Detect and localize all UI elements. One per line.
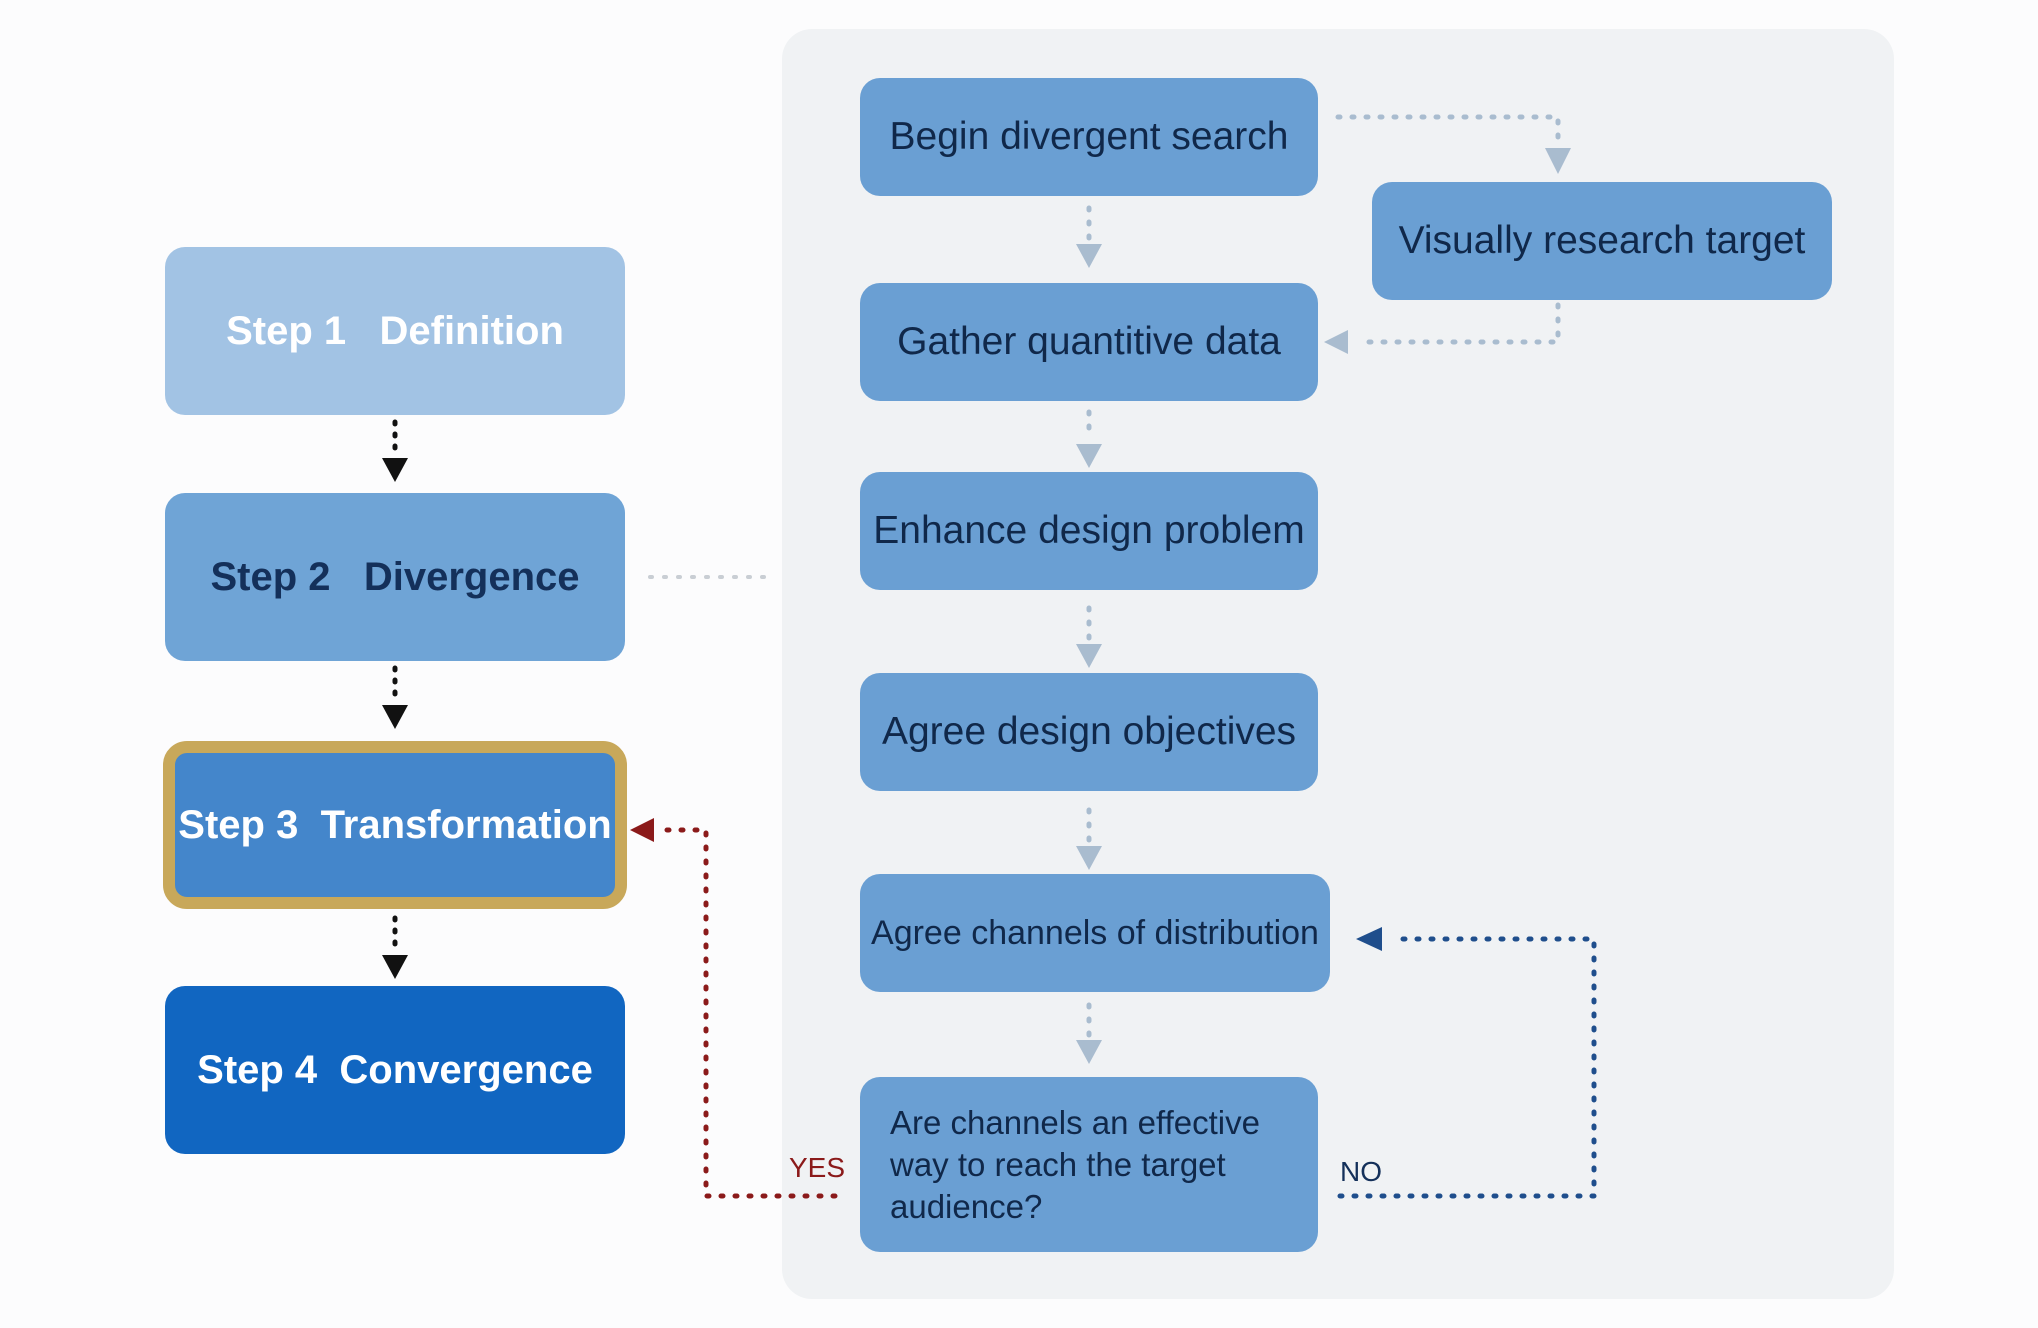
step-3-number: Step 3: [178, 802, 299, 847]
step-4-name: Convergence: [339, 1047, 593, 1092]
arrow-channels-to-question: [1076, 1040, 1102, 1064]
step-2-name: Divergence: [363, 554, 580, 599]
arrow-visual-to-gather: [1324, 330, 1348, 354]
arrow-step2-to-step3: [382, 705, 408, 729]
gather-quantitive-data-box: Gather quantitive data: [860, 283, 1318, 401]
arrow-begin-to-gather: [1076, 244, 1102, 268]
arrow-step3-to-step4: [382, 955, 408, 979]
arrow-yes-to-step3: [630, 818, 654, 842]
step-2-number: Step 2: [210, 554, 331, 599]
arrow-gather-to-enhance: [1076, 444, 1102, 468]
step-2-divergence: Step 2 Divergence: [165, 493, 625, 661]
step-4-number: Step 4: [197, 1047, 318, 1092]
yes-label: YES: [789, 1152, 846, 1183]
agree-design-objectives-box: Agree design objectives: [860, 673, 1318, 791]
step-1-definition: Step 1 Definition: [165, 247, 625, 415]
agree-channels-of-distribution-box: Agree channels of distribution: [860, 874, 1330, 992]
arrow-begin-to-visual: [1545, 148, 1571, 174]
enhance-design-problem-box: Enhance design problem: [860, 472, 1318, 590]
step-1-number: Step 1: [226, 308, 347, 353]
step-3-transformation: Step 3 Transformation: [163, 741, 627, 909]
begin-divergent-search-box: Begin divergent search: [860, 78, 1318, 196]
arrow-no-to-channels: [1356, 927, 1382, 951]
channels-effective-question-box: Are channels an effective way to reach t…: [860, 1077, 1318, 1252]
step-3-name: Transformation: [320, 802, 612, 847]
arrow-agree-to-channels: [1076, 846, 1102, 870]
arrow-step1-to-step2: [382, 458, 408, 482]
visually-research-target-box: Visually research target: [1372, 182, 1832, 300]
no-label: NO: [1340, 1156, 1382, 1187]
step-1-name: Definition: [379, 308, 564, 353]
step-4-convergence: Step 4 Convergence: [165, 986, 625, 1154]
arrow-enhance-to-agree: [1076, 644, 1102, 668]
